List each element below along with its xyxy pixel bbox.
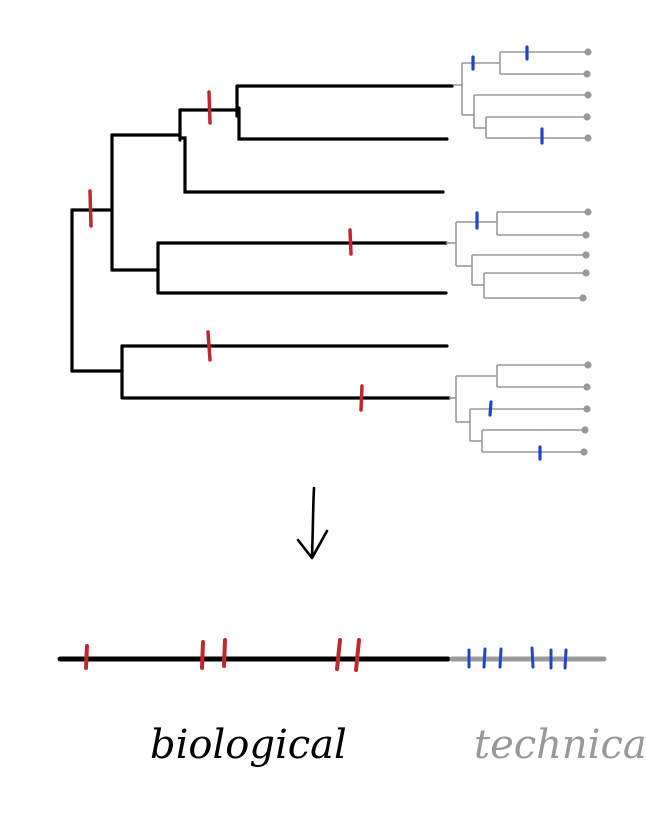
mutation-mark — [84, 644, 89, 670]
tip-node — [584, 361, 592, 369]
technical-tree-2 — [446, 211, 587, 299]
mutation-mark — [335, 638, 342, 671]
tip-node — [583, 113, 591, 121]
tip-node — [584, 91, 592, 99]
biological-label: biological — [150, 722, 347, 768]
biological-tree — [70, 84, 454, 400]
mutation-mark — [563, 648, 568, 670]
arrow-shaft — [310, 486, 316, 559]
tip-node — [582, 251, 590, 259]
mutation-mark — [530, 646, 535, 669]
biological-mutations — [88, 90, 364, 412]
tip-node — [584, 134, 592, 142]
mutation-mark — [88, 189, 93, 228]
tip-node — [581, 426, 589, 434]
tip-node — [584, 208, 592, 216]
tree-branch — [180, 136, 445, 194]
mutation-mark — [348, 228, 353, 256]
tip-node — [583, 70, 591, 78]
mutation-mark — [488, 400, 493, 417]
tree-branch — [237, 106, 449, 141]
mutation-mark — [498, 647, 503, 669]
down-arrow-icon — [296, 486, 329, 560]
tip-node — [584, 48, 592, 56]
mutation-mark — [207, 90, 212, 125]
tip-node — [580, 448, 588, 456]
tip-node — [582, 269, 590, 277]
mutation-mark — [359, 384, 364, 412]
technical-label: technical — [474, 722, 646, 768]
technical-mutations — [471, 45, 544, 461]
mutation-mark — [200, 640, 205, 670]
tip-node — [583, 405, 591, 413]
mutation-mark — [222, 638, 227, 668]
tip-node — [579, 294, 587, 302]
tip-node — [583, 383, 591, 391]
technical-tree-3 — [449, 364, 587, 453]
arrow-head — [296, 529, 329, 560]
combined-technical-mutations — [467, 646, 568, 670]
technical-tips — [579, 48, 592, 456]
mutation-mark — [206, 330, 212, 362]
tip-node — [582, 231, 590, 239]
combined-biological-mutations — [84, 638, 361, 672]
technical-tree-1 — [453, 51, 587, 139]
mutation-mark — [482, 647, 487, 669]
mutation-mark — [354, 638, 361, 672]
